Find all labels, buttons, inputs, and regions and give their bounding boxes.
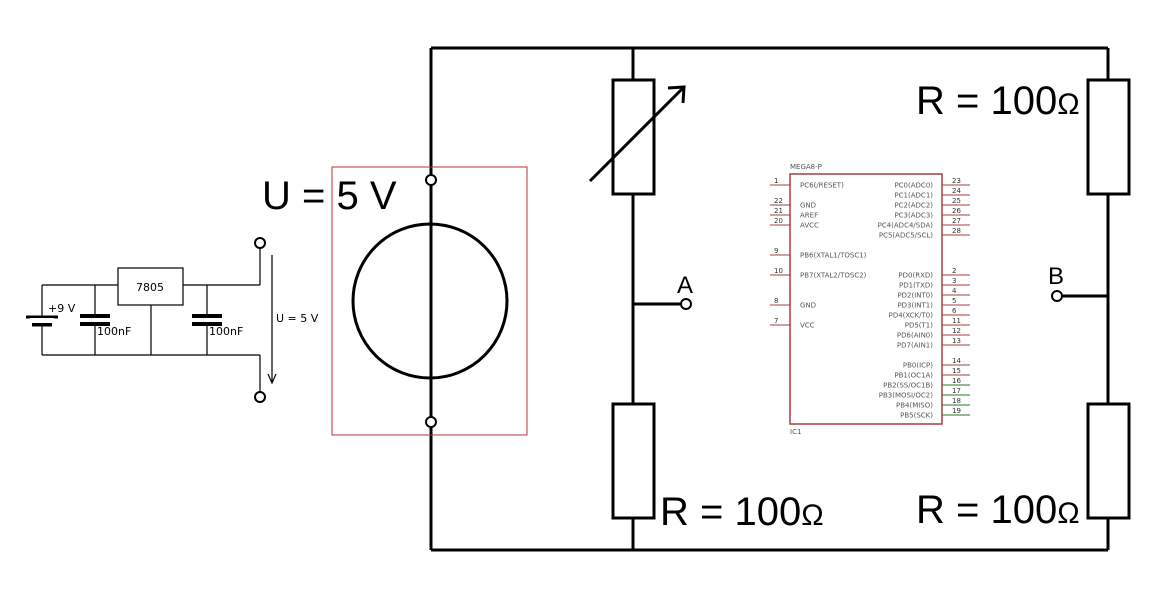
mcu-pin-number: 2 xyxy=(952,267,956,275)
mcu-pin-number: 4 xyxy=(952,287,957,295)
source-terminal-top xyxy=(425,174,437,186)
mcu-pin-name: PB5(SCK) xyxy=(900,412,933,420)
mcu-pin-name: PD7(AIN1) xyxy=(897,342,933,350)
mcu-pin-number: 6 xyxy=(952,307,957,315)
bridge-circuit: U = 5 V R = 100Ω R = 100Ω R = 100Ω A B xyxy=(262,46,1131,552)
resistor-top-right xyxy=(1086,78,1131,196)
mcu-pin-number: 27 xyxy=(952,217,961,225)
mcu-pin-number: 16 xyxy=(952,377,961,385)
regulator-label: 7805 xyxy=(136,281,164,294)
source-terminal-bottom xyxy=(425,416,437,428)
mcu-pin-number: 25 xyxy=(952,197,961,205)
resistor-bottom-right-label: R = 100Ω xyxy=(916,488,1080,532)
mcu-pin-name: PB6(XTAL1/TOSC1) xyxy=(800,252,867,260)
mcu-pin-name: PC3(ADC3) xyxy=(894,212,933,220)
source-highlight-box xyxy=(331,166,528,436)
mcu-pin-name: PB2(SS/OC1B) xyxy=(883,382,933,390)
resistor-bottom-left xyxy=(611,402,656,520)
mcu-pin-name: PD0(RXD) xyxy=(898,272,933,280)
mcu-pin-number: 21 xyxy=(774,207,783,215)
cap1-label: 100nF xyxy=(97,325,131,338)
node-b-label: B xyxy=(1048,263,1064,290)
mcu-pin-name: PD4(XCK/T0) xyxy=(889,312,934,320)
mcu-pin-number: 5 xyxy=(952,297,956,305)
supply-circuit: +9 V - 7805 100nF 100nF U = 5 V xyxy=(26,237,319,403)
supply-output-label: U = 5 V xyxy=(276,312,319,325)
mcu-pin-name: PB7(XTAL2/TOSC2) xyxy=(800,272,867,280)
battery-minus-label: - xyxy=(48,318,52,331)
mcu-pin-number: 13 xyxy=(952,337,961,345)
mcu-pin-number: 23 xyxy=(952,177,961,185)
mcu-right-pins: 23PC0(ADC0)24PC1(ADC1)25PC2(ADC2)26PC3(A… xyxy=(878,177,970,420)
battery-label: +9 V xyxy=(48,302,76,315)
mcu-pin-name: AVCC xyxy=(800,222,819,230)
mcu-pin-number: 22 xyxy=(774,197,783,205)
mcu-pin-name: PD2(INT0) xyxy=(897,292,933,300)
mcu-pin-number: 15 xyxy=(952,367,961,375)
mcu-pin-name: PC6(/RESET) xyxy=(800,182,844,190)
mcu-pin-number: 11 xyxy=(952,317,961,325)
mcu-pin-name: GND xyxy=(800,202,816,210)
variable-resistor xyxy=(611,78,656,196)
mcu-pin-number: 18 xyxy=(952,397,961,405)
resistor-top-right-label: R = 100Ω xyxy=(916,79,1080,123)
supply-terminal-top xyxy=(254,237,266,249)
mcu-pin-name: PC2(ADC2) xyxy=(894,202,933,210)
mcu-ref: IC1 xyxy=(790,428,801,436)
mcu-pin-name: VCC xyxy=(800,322,815,330)
variable-resistor-arrow xyxy=(588,86,685,183)
mcu-pin-name: GND xyxy=(800,302,816,310)
resistor-bottom-right xyxy=(1086,402,1131,520)
mcu-pin-number: 20 xyxy=(774,217,783,225)
mcu-pin-name: PB4(MISO) xyxy=(896,402,933,410)
supply-terminal-bottom xyxy=(254,391,266,403)
mcu-pin-number: 28 xyxy=(952,227,961,235)
mcu-name: MEGA8-P xyxy=(790,163,822,171)
mcu-pin-number: 9 xyxy=(774,247,778,255)
mcu-body xyxy=(789,173,943,425)
mcu-pin-name: PB0(ICP) xyxy=(903,362,933,370)
mcu-pin-number: 26 xyxy=(952,207,961,215)
mcu-pin-name: AREF xyxy=(800,212,818,220)
mcu-pin-number: 10 xyxy=(774,267,783,275)
mcu-pin-name: PD1(TXD) xyxy=(899,282,933,290)
cap2-label: 100nF xyxy=(209,325,243,338)
mcu-pin-number: 24 xyxy=(952,187,961,195)
node-b-terminal xyxy=(1051,290,1063,302)
mcu-pin-number: 8 xyxy=(774,297,778,305)
mcu-pin-name: PC5(ADC5/SCL) xyxy=(879,232,933,240)
source-voltage-label: U = 5 V xyxy=(262,174,397,218)
node-a-terminal xyxy=(680,298,692,310)
mcu-pin-number: 14 xyxy=(952,357,961,365)
node-a-label: A xyxy=(677,272,693,299)
mcu-pin-name: PC4(ADC4/SDA) xyxy=(878,222,934,230)
mcu-pin-number: 7 xyxy=(774,317,778,325)
mcu-pin-number: 12 xyxy=(952,327,961,335)
mcu-pin-number: 3 xyxy=(952,277,956,285)
mcu-pin-name: PD5(T1) xyxy=(905,322,934,330)
mcu-pin-name: PC0(ADC0) xyxy=(894,182,933,190)
voltage-source xyxy=(351,222,509,380)
mcu-pin-name: PC1(ADC1) xyxy=(894,192,933,200)
mcu-pin-name: PB3(MOSI/OC2) xyxy=(879,392,933,400)
mcu-pin-number: 17 xyxy=(952,387,961,395)
mcu-pin-name: PB1(OC1A) xyxy=(894,372,933,380)
resistor-bottom-left-label: R = 100Ω xyxy=(660,490,824,534)
mcu-pin-number: 1 xyxy=(774,177,778,185)
mcu-pin-number: 19 xyxy=(952,407,961,415)
mcu-pin-name: PD3(INT1) xyxy=(897,302,933,310)
mcu-pin-name: PD6(AIN0) xyxy=(897,332,933,340)
